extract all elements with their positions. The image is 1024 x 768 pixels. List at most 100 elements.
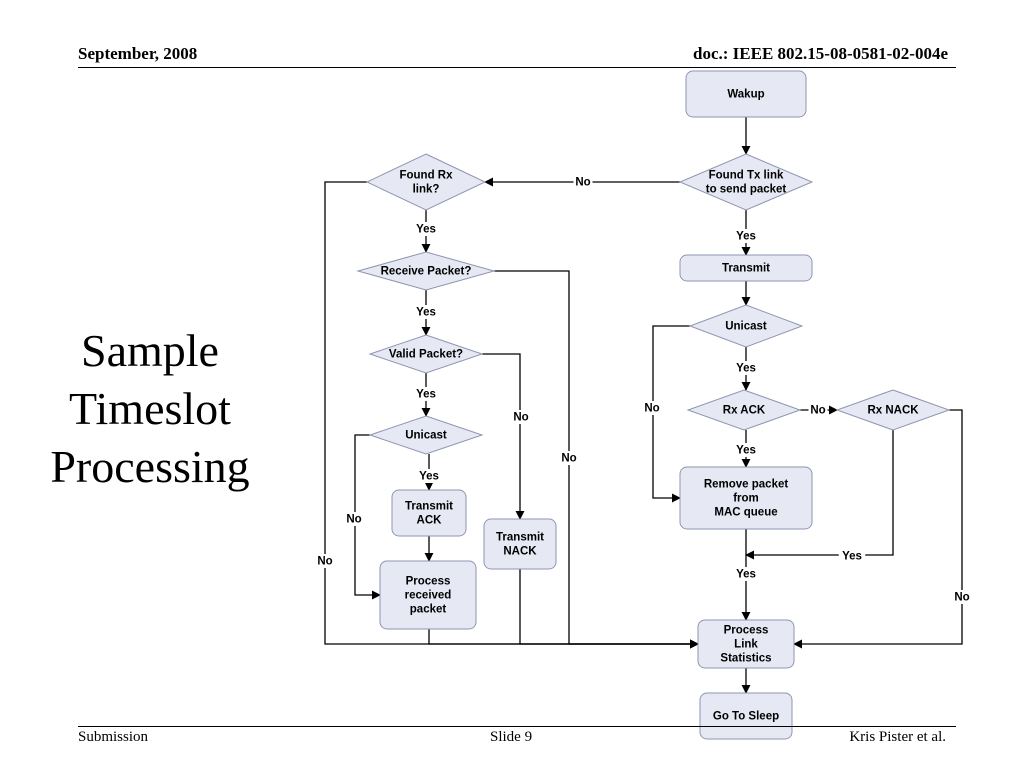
- footer-slide-number: Slide 9: [490, 729, 533, 745]
- footer-rule: [78, 726, 956, 727]
- edge-label-found_tx-to-transmit: Yes: [736, 231, 756, 243]
- slide-title: Sample Timeslot Processing: [10, 322, 290, 496]
- edge-label-remove-to-stats: Yes: [736, 569, 756, 581]
- node-label: MAC queue: [714, 507, 777, 519]
- edge-label-bg: [415, 469, 443, 483]
- decision-shape: [365, 153, 487, 211]
- edge-label-bg: [952, 590, 972, 604]
- edge-label-bg: [344, 512, 364, 526]
- node-label: Unicast: [405, 430, 447, 442]
- decision-shape: [835, 389, 951, 431]
- edge-label-bg: [732, 229, 760, 243]
- decision-shape: [688, 304, 804, 348]
- edge-label-bg: [732, 361, 760, 375]
- node-rx-ack: Rx ACK: [686, 389, 802, 431]
- node-label: ACK: [417, 515, 443, 527]
- node-transmit: Transmit: [679, 254, 813, 282]
- edge-valid-to-tx_nack: [482, 353, 525, 520]
- node-label: NACK: [503, 546, 537, 558]
- node-label: from: [733, 493, 759, 505]
- process-shape: [685, 70, 807, 118]
- node-label: Link: [734, 639, 758, 651]
- node-receive: Receive Packet?: [356, 251, 496, 291]
- node-label: Wakup: [727, 89, 764, 101]
- node-wakup: Wakup: [685, 70, 807, 118]
- node-label: Rx ACK: [723, 405, 766, 417]
- node-label: Unicast: [725, 321, 767, 333]
- node-label: Valid Packet?: [389, 349, 463, 361]
- slide-title-line-2: Timeslot: [69, 383, 231, 434]
- process-shape: [697, 619, 795, 669]
- node-label: Found Tx link: [709, 170, 784, 182]
- edge-label-unicast_tx-to-remove: No: [644, 403, 659, 415]
- process-shape: [679, 254, 813, 282]
- edge-label-valid-to-tx_nack: No: [513, 412, 528, 424]
- edge-label-unicast_rx-to-process_rx: No: [346, 514, 361, 526]
- node-unicast-tx: Unicast: [688, 304, 804, 348]
- edge-label-bg: [412, 305, 440, 319]
- edge-rx_nack-to-stats: [793, 409, 963, 649]
- node-label: Rx NACK: [867, 405, 919, 417]
- node-label: Receive Packet?: [381, 266, 472, 278]
- edge-label-bg: [732, 443, 760, 457]
- node-valid: Valid Packet?: [368, 334, 484, 374]
- edge-label-receive-to-stats: No: [561, 453, 576, 465]
- node-label: Transmit: [496, 532, 544, 544]
- node-unicast-rx: Unicast: [368, 415, 484, 455]
- edge-label-bg: [838, 549, 866, 563]
- edge-receive-to-stats: [494, 270, 699, 649]
- edge-tx_nack-to-stats: [519, 569, 699, 649]
- node-label: Found Rx: [399, 170, 453, 182]
- edge-label-rx_ack-to-rx_nack: No: [810, 405, 825, 417]
- edge-label-found_rx-to-stats: No: [317, 556, 332, 568]
- edge-label-rx_ack-to-remove: Yes: [736, 445, 756, 457]
- decision-shape: [368, 334, 484, 374]
- edge-label-receive-to-valid: Yes: [416, 307, 436, 319]
- decision-shape: [356, 251, 496, 291]
- node-label: Process: [406, 576, 451, 588]
- edge-label-bg: [315, 554, 335, 568]
- node-label: Process: [724, 625, 769, 637]
- edge-label-valid-to-unicast_rx: Yes: [416, 389, 436, 401]
- edge-process_rx-to-stats: [428, 629, 699, 649]
- edge-label-bg: [412, 222, 440, 236]
- footer-authors: Kris Pister et al.: [849, 729, 946, 745]
- slide-title-line-3: Processing: [50, 441, 250, 492]
- node-label: link?: [413, 184, 440, 196]
- edge-label-unicast_rx-to-tx_ack: Yes: [419, 471, 439, 483]
- node-rx-nack: Rx NACK: [835, 389, 951, 431]
- node-sleep: Go To Sleep: [699, 692, 793, 740]
- node-label: Remove packet: [704, 479, 789, 491]
- edge-label-bg: [573, 175, 593, 189]
- edge-label-bg: [412, 387, 440, 401]
- node-label: Transmit: [405, 501, 453, 513]
- process-shape: [699, 692, 793, 740]
- process-shape: [679, 466, 813, 530]
- header-rule: [78, 67, 956, 68]
- process-shape: [391, 489, 467, 537]
- edge-label-bg: [511, 410, 531, 424]
- edge-label-rx_nack-to-stats: No: [954, 592, 969, 604]
- node-label: Statistics: [720, 653, 771, 665]
- edge-label-bg: [732, 567, 760, 581]
- node-label: Transmit: [722, 263, 770, 275]
- node-process-rx: Process received packet: [379, 560, 477, 630]
- process-shape: [483, 518, 557, 570]
- node-label: received: [405, 590, 452, 602]
- header-doc-id: doc.: IEEE 802.15-08-0581-02-004e: [693, 44, 948, 63]
- edge-label-bg: [559, 451, 579, 465]
- edge-label-bg: [642, 401, 662, 415]
- edge-label-unicast_tx-to-rx_ack: Yes: [736, 363, 756, 375]
- decision-shape: [686, 389, 802, 431]
- decision-shape: [678, 153, 814, 211]
- header-date: September, 2008: [78, 44, 198, 63]
- node-label: packet: [410, 604, 447, 616]
- edge-label-bg: [808, 403, 828, 417]
- process-shape: [379, 560, 477, 630]
- edge-label-found_tx-to-found_rx: No: [575, 177, 590, 189]
